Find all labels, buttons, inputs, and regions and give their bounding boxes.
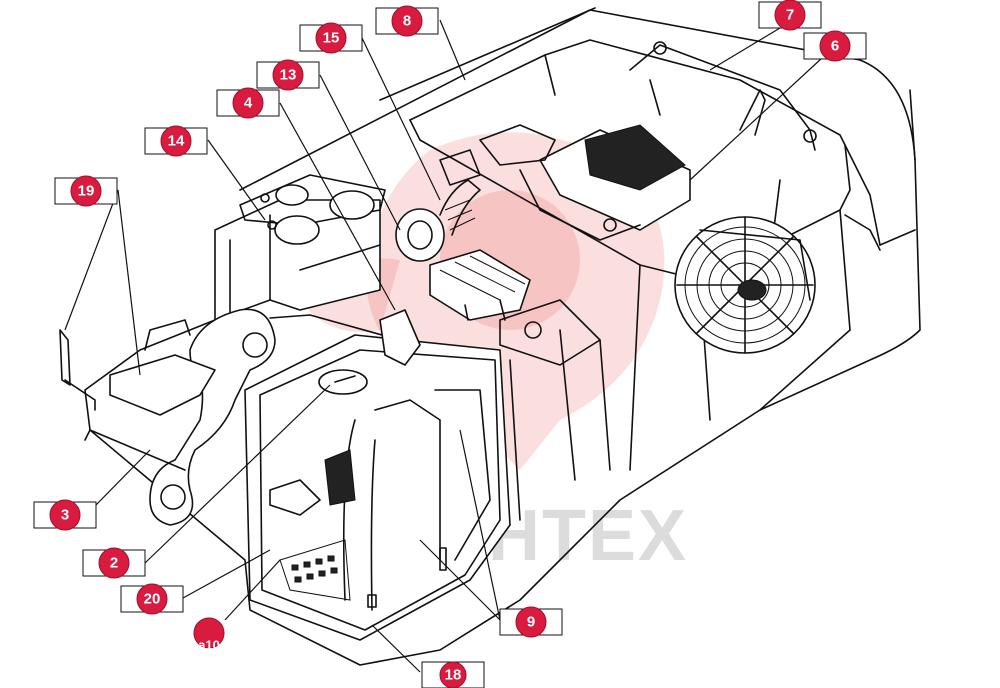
svg-text:18: 18	[445, 667, 462, 684]
callout-leaders	[64, 19, 836, 673]
svg-text:4: 4	[244, 95, 253, 112]
engine-block	[439, 124, 691, 241]
svg-text:19: 19	[78, 183, 95, 200]
svg-text:7: 7	[786, 7, 794, 24]
callout-6[interactable]: 6	[803, 30, 867, 62]
callout-4[interactable]: 4	[216, 87, 280, 119]
left-platform	[59, 319, 216, 471]
callout-14[interactable]: 14	[144, 125, 208, 157]
callout-3[interactable]: 3	[33, 499, 97, 531]
hydraulic-pump	[395, 179, 481, 262]
svg-text:8: 8	[403, 13, 411, 30]
svg-text:a10: a10	[198, 638, 220, 653]
svg-text:2: 2	[110, 555, 118, 572]
callout-18[interactable]: 18	[421, 661, 485, 688]
callout-10[interactable]: a10	[193, 617, 225, 653]
svg-text:3: 3	[61, 507, 69, 524]
callout-13[interactable]: 13	[256, 59, 320, 91]
svg-text:13: 13	[280, 67, 297, 84]
svg-text:20: 20	[144, 591, 161, 608]
callout-20[interactable]: 20	[120, 583, 184, 615]
callout-19[interactable]: 19	[54, 175, 118, 207]
cooling-fan-guard	[674, 216, 816, 354]
control-valve	[429, 249, 531, 321]
callout-8[interactable]: 8	[375, 5, 439, 37]
callout-9[interactable]: 9	[499, 606, 563, 638]
callout-7[interactable]: 7	[758, 0, 822, 31]
svg-text:6: 6	[831, 38, 839, 55]
callout-15[interactable]: 15	[299, 22, 363, 54]
radiator-area	[629, 41, 817, 151]
tank-assembly	[214, 174, 386, 321]
callout-2[interactable]: 2	[82, 547, 146, 579]
svg-text:14: 14	[168, 133, 185, 150]
svg-text:15: 15	[323, 30, 340, 47]
svg-text:9: 9	[527, 614, 535, 631]
